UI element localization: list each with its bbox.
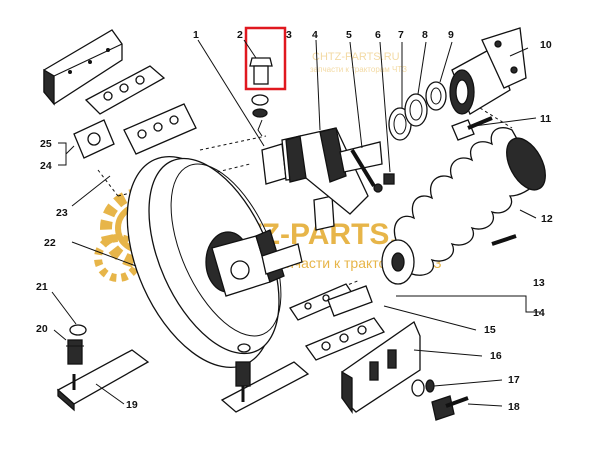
part-washer-17	[411, 379, 435, 397]
callout-24: 24	[40, 160, 52, 172]
callout-labels: 1 2 3 4 5 6 7 8 9 10 11 12 13 14 15 16 1…	[36, 29, 553, 413]
callout-18: 18	[508, 401, 520, 413]
callout-4: 4	[312, 29, 318, 41]
callout-22: 22	[44, 237, 56, 249]
part-bar-19	[56, 349, 150, 412]
callout-17: 17	[508, 374, 520, 386]
part-gasket-14	[304, 317, 386, 361]
callout-16: 16	[490, 350, 502, 362]
callout-7: 7	[398, 29, 404, 41]
watermark-brand-small: CHTZ-PARTS.RU	[312, 51, 400, 63]
watermark-tagline-small: запчасти к тракторам ЧТЗ	[310, 65, 407, 74]
part-bolt-11	[451, 116, 493, 141]
part-bar-19-right	[220, 361, 310, 413]
callout-19: 19	[126, 399, 138, 411]
part-gasket-25	[73, 119, 115, 159]
part-clip-small	[261, 143, 335, 231]
part-gasket-23	[123, 103, 197, 155]
callout-5: 5	[346, 29, 352, 41]
callout-12: 12	[541, 213, 553, 225]
callout-14: 14	[533, 307, 545, 319]
callout-2: 2	[237, 29, 243, 41]
callout-20: 20	[36, 323, 48, 335]
callout-15: 15	[484, 324, 496, 336]
callout-1: 1	[193, 29, 199, 41]
part-ring-9	[425, 81, 447, 111]
part-pin	[491, 234, 517, 246]
callout-23: 23	[56, 207, 68, 219]
part-spring-12	[381, 127, 546, 285]
part-spring-20	[66, 339, 84, 390]
callout-8: 8	[422, 29, 428, 41]
leader-lines	[51, 39, 540, 407]
part-plate-top-left	[43, 29, 123, 106]
part-cylinder-10	[449, 27, 527, 115]
part-bolt-2	[249, 57, 273, 137]
part-rod-5	[350, 148, 383, 193]
part-cap-21	[69, 324, 251, 353]
callout-13: 13	[533, 277, 545, 289]
part-nut-6	[383, 173, 395, 185]
callout-21: 21	[36, 281, 48, 293]
callout-25: 25	[40, 138, 52, 150]
part-hub-bracket	[211, 229, 303, 297]
callout-9: 9	[448, 29, 454, 41]
part-bolt-18	[431, 395, 469, 421]
part-gasket-13	[327, 285, 373, 317]
highlight-box	[244, 26, 287, 91]
callout-10: 10	[540, 39, 552, 51]
callout-11: 11	[540, 113, 551, 125]
callout-3: 3	[286, 29, 292, 41]
part-bracket-4	[281, 127, 383, 215]
part-spring-20-b	[235, 361, 251, 402]
part-gasket-upper	[84, 65, 166, 115]
callout-6: 6	[375, 29, 381, 41]
part-ring-8	[404, 93, 428, 127]
part-plate-16	[341, 321, 421, 415]
